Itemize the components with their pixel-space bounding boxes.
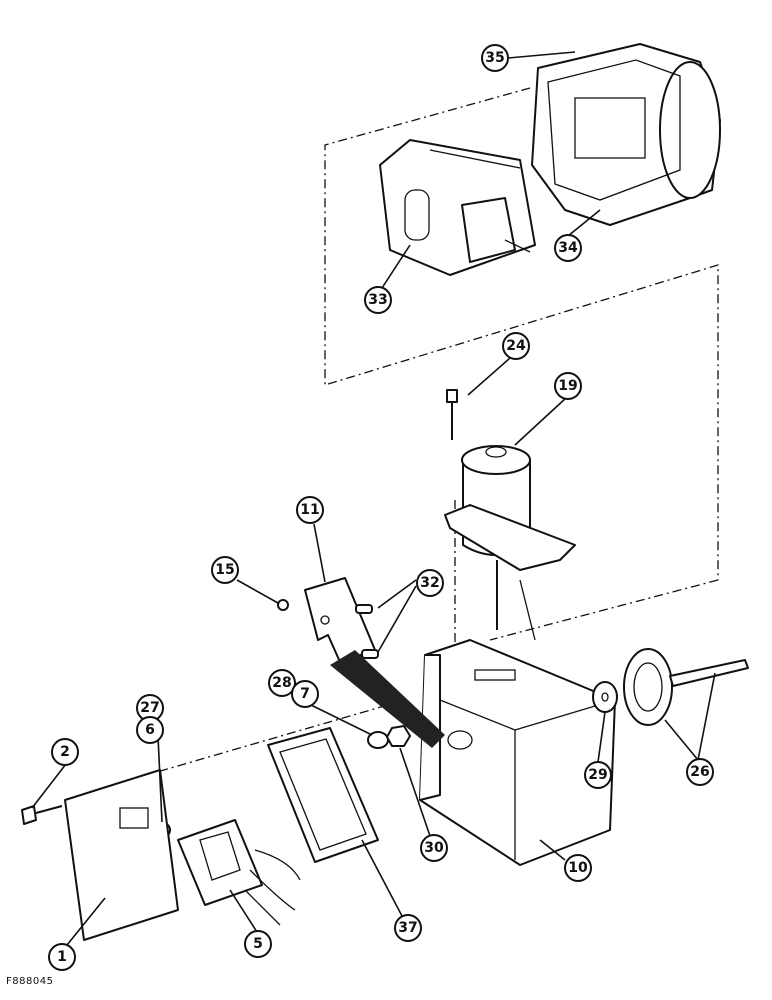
screw-part-2 bbox=[21, 805, 63, 825]
gearbox-part-10 bbox=[419, 639, 616, 866]
svg-text:35: 35 bbox=[485, 50, 504, 66]
callout-10: 10 bbox=[564, 854, 592, 882]
callout-1: 1 bbox=[48, 943, 76, 971]
callout-24: 24 bbox=[502, 332, 530, 360]
callout-2: 2 bbox=[51, 738, 79, 766]
leader-lines bbox=[31, 51, 716, 946]
callout-32: 32 bbox=[416, 569, 444, 597]
svg-text:11: 11 bbox=[300, 502, 319, 518]
cover-plate-part-1 bbox=[64, 769, 179, 941]
callout-29: 29 bbox=[584, 761, 612, 789]
switch-assembly-part-33 bbox=[379, 139, 536, 276]
callout-7: 7 bbox=[291, 680, 319, 708]
housing-part-34 bbox=[531, 43, 721, 226]
svg-text:2: 2 bbox=[60, 744, 70, 760]
svg-text:10: 10 bbox=[568, 860, 588, 876]
gasket-part-37 bbox=[267, 727, 379, 863]
bolt-part-24 bbox=[446, 389, 458, 440]
callout-30: 30 bbox=[420, 834, 448, 862]
callout-34: 34 bbox=[554, 234, 582, 262]
callout-11: 11 bbox=[296, 496, 324, 524]
washer-part-29 bbox=[592, 681, 618, 713]
svg-text:34: 34 bbox=[558, 240, 578, 256]
svg-text:30: 30 bbox=[424, 840, 444, 856]
svg-text:1: 1 bbox=[57, 949, 67, 965]
svg-text:24: 24 bbox=[506, 338, 526, 354]
circuit-board-part-5 bbox=[177, 819, 301, 926]
svg-text:26: 26 bbox=[690, 764, 709, 780]
motor-part-19 bbox=[444, 445, 576, 641]
figure-code: F888045 bbox=[6, 976, 54, 987]
callout-5: 5 bbox=[244, 930, 272, 958]
svg-text:28: 28 bbox=[272, 675, 291, 691]
callout-35: 35 bbox=[481, 44, 509, 72]
callout-26: 26 bbox=[686, 758, 714, 786]
harness-wedge bbox=[330, 650, 445, 748]
callouts: 35 34 33 24 19 11 15 32 28 7 27 bbox=[48, 44, 714, 971]
svg-text:19: 19 bbox=[558, 378, 577, 394]
callout-28: 28 bbox=[268, 669, 296, 697]
svg-text:7: 7 bbox=[300, 686, 310, 702]
svg-text:15: 15 bbox=[215, 562, 234, 578]
svg-text:6: 6 bbox=[145, 722, 155, 738]
svg-text:29: 29 bbox=[588, 767, 607, 783]
svg-text:37: 37 bbox=[398, 920, 417, 936]
svg-text:27: 27 bbox=[140, 700, 159, 716]
callout-37: 37 bbox=[394, 914, 422, 942]
nut-part-30 bbox=[386, 725, 411, 747]
callout-19: 19 bbox=[554, 372, 582, 400]
callout-6: 6 bbox=[136, 716, 164, 744]
callout-15: 15 bbox=[211, 556, 239, 584]
nut-part-15 bbox=[277, 599, 289, 611]
svg-text:32: 32 bbox=[420, 575, 439, 591]
gear-part-26 bbox=[623, 648, 749, 726]
svg-text:33: 33 bbox=[368, 292, 387, 308]
callout-33: 33 bbox=[364, 286, 392, 314]
pins-part-32 bbox=[355, 604, 379, 659]
svg-text:5: 5 bbox=[253, 936, 263, 952]
